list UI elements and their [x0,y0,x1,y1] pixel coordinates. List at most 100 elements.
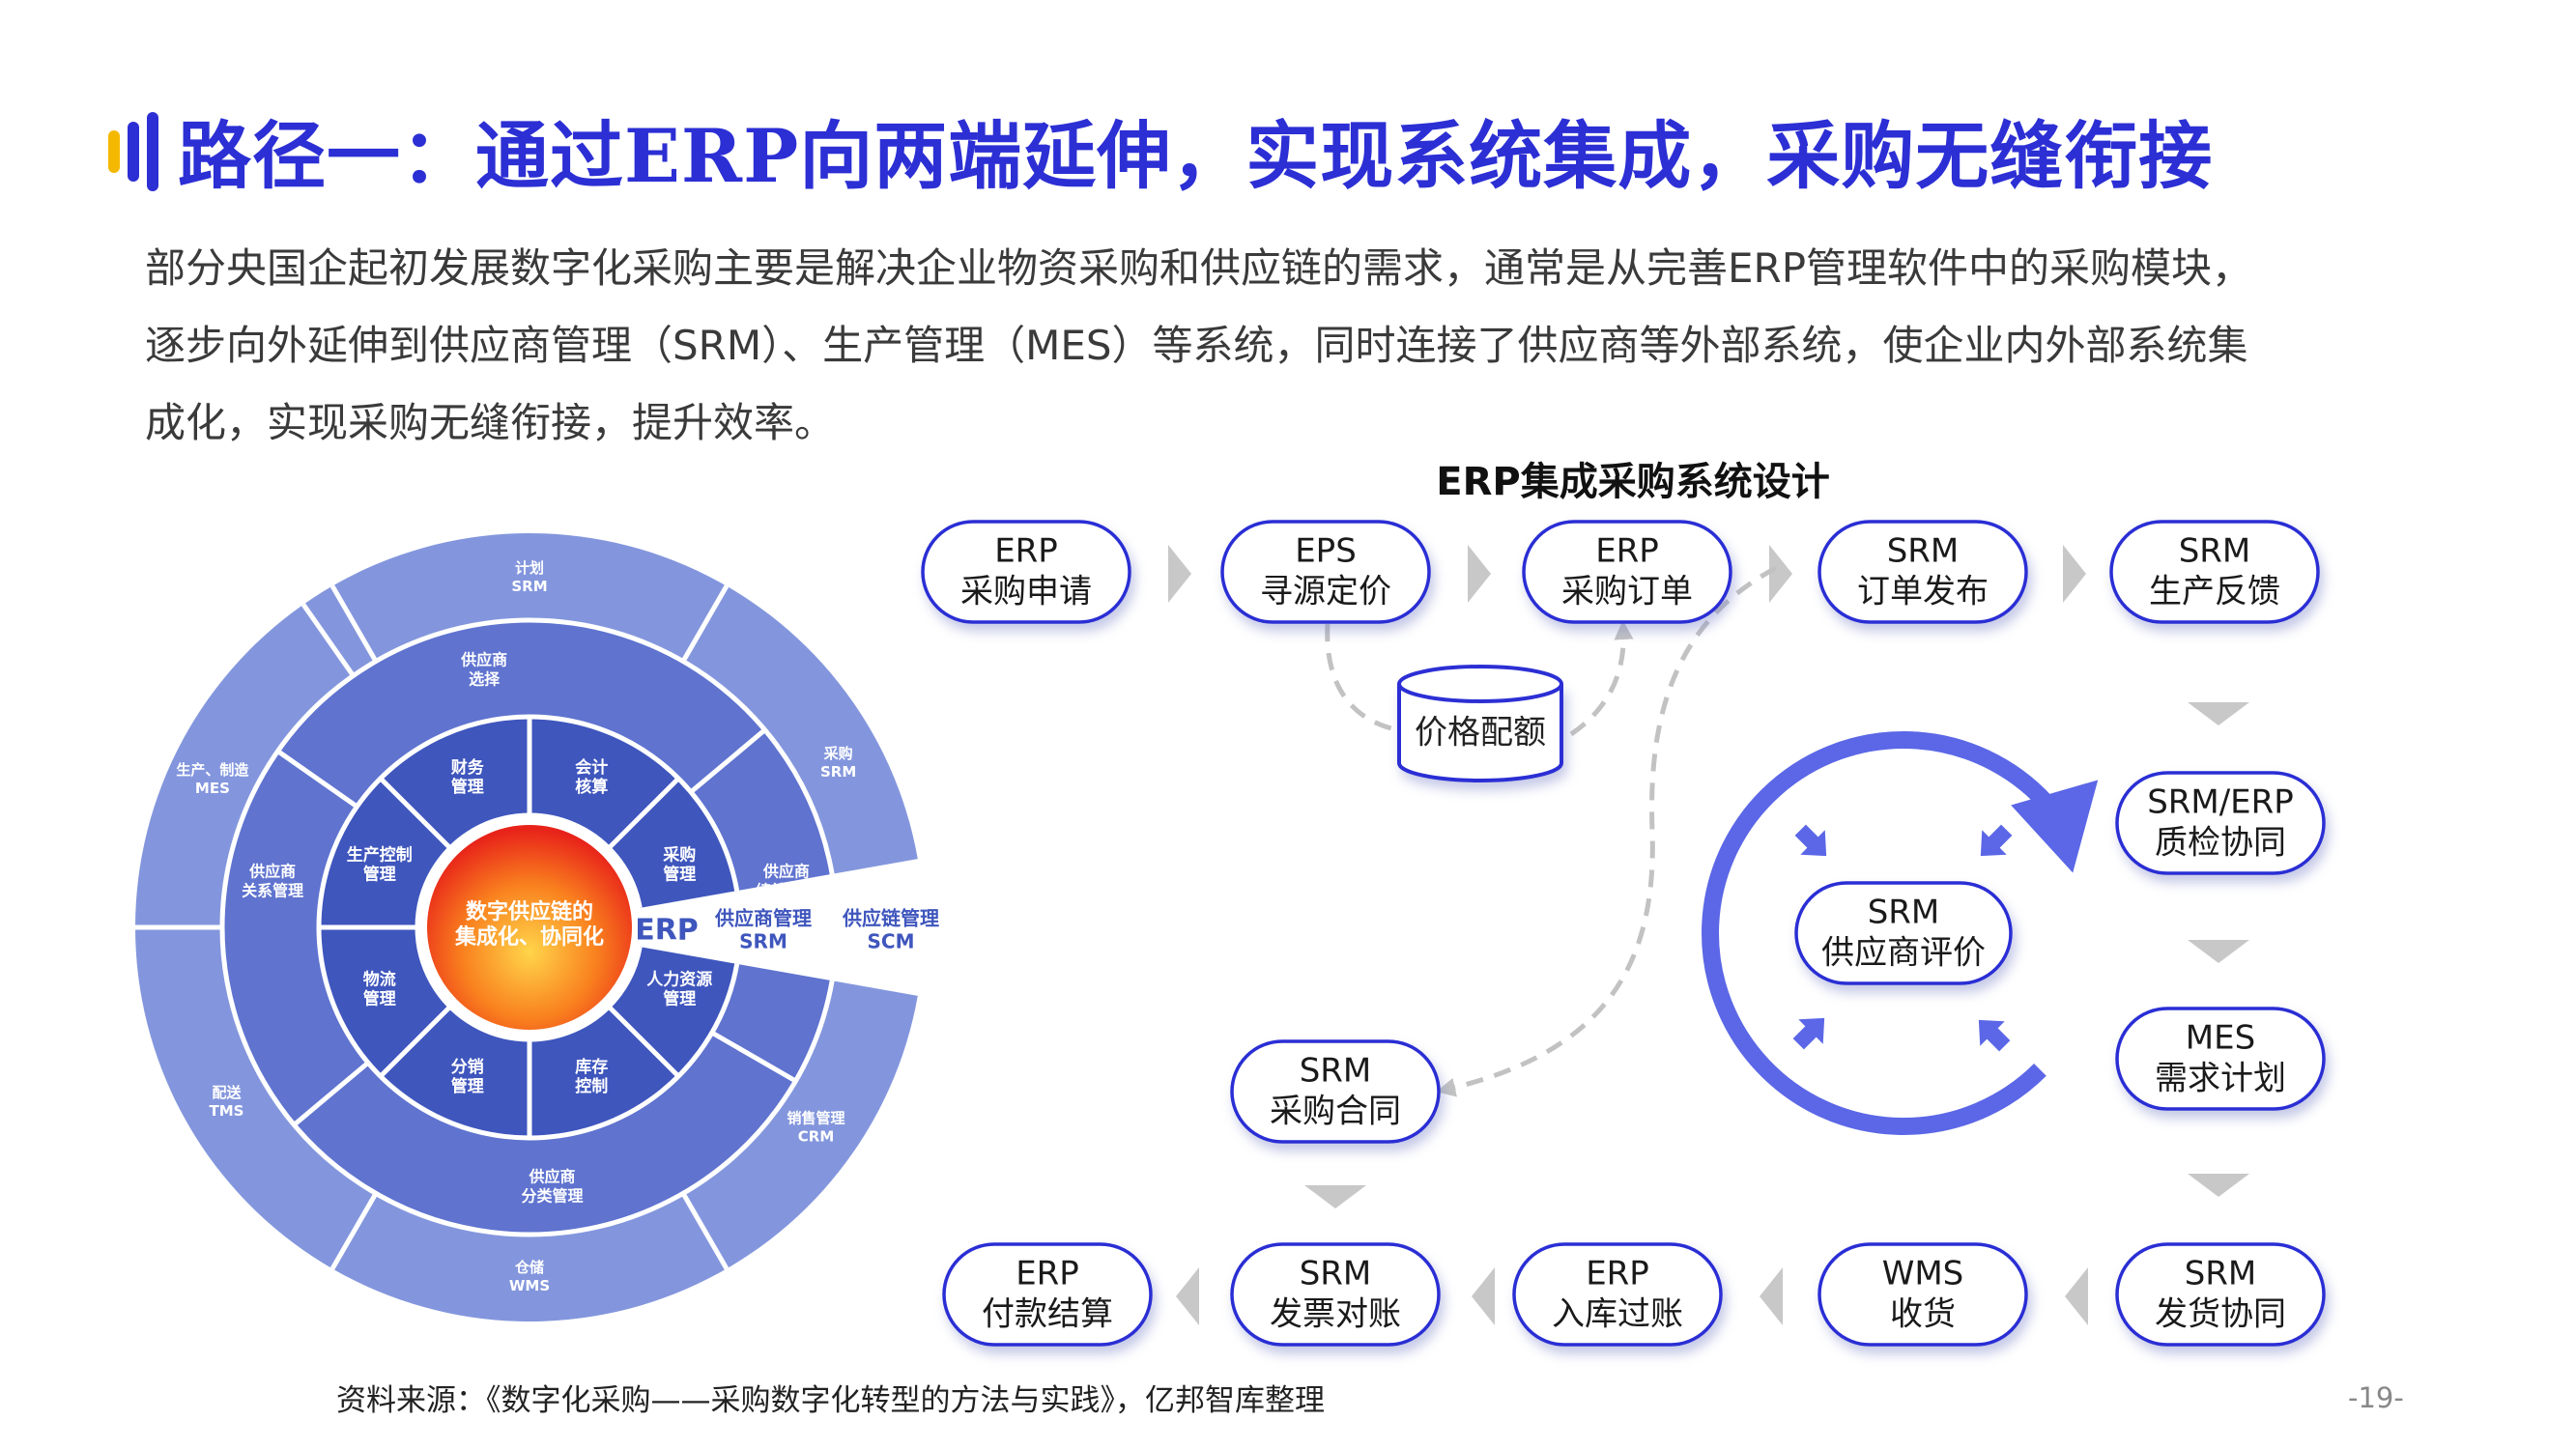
flow-node [2115,1007,2326,1111]
flow-node-step: 订单发布 [1857,573,1989,611]
wheel-inner-label: 管理 [663,865,696,885]
wheel-outer-label: WMS [509,1277,550,1294]
intro-line: 部分央国企起初发展数字化采购主要是解决企业物资采购和供应链的需求，通常是从完善E… [145,244,2253,292]
flow-node-system: EPS [1295,532,1357,571]
ring-separator [316,714,740,1141]
wheel-middle-label: 分类管理 [522,1186,584,1205]
source-note: 资料来源：《数字化采购——采购数字化转型的方法与实践》，亿邦智库整理 [336,1383,1325,1418]
flow-node [1818,520,2028,624]
wheel-inner-label: 生产控制 [347,845,413,866]
wheel-middle-label: 关系管理 [242,882,303,900]
wheel-spoke [689,727,767,794]
flow-node [1522,520,1732,624]
flow-node-system: ERP [1595,532,1659,571]
procurement-flow: 价格配额ERP采购申请EPS寻源定价ERP采购订单SRM订单发布SRM生产反馈S… [921,520,2326,1347]
wheel-spoke [379,1005,452,1078]
wheel-outer-label: 配送 [212,1084,242,1101]
wheel-center-label: 数字供应链的 [466,899,593,924]
flow-node-step: 收货 [1890,1295,1956,1334]
wheel-scm-label: 供应链管理 [842,907,939,930]
wheel-srm-label: 供应商管理 [714,907,812,930]
system-wheel: 数字供应链的集成化、协同化财务管理会计核算采购管理人力资源管理库存控制分销管理物… [135,533,939,1322]
flow-arrow-left [1472,1267,1495,1325]
flow-node-step: 付款结算 [982,1295,1113,1334]
wheel-outer-label: SRM [511,578,547,595]
flow-arrow-down [1304,1185,1366,1208]
wheel-outer-label: 计划 [515,559,544,577]
flow-node-step: 采购申请 [960,573,1092,611]
wheel-outer-label: 仓储 [514,1259,544,1276]
wheel-inner-label: 管理 [363,865,396,885]
cycle-arrow [1702,731,2059,1135]
flow-node-step: 采购订单 [1561,573,1693,611]
flow-arrow-left [1176,1267,1199,1325]
wheel-inner-label: 财务 [450,757,485,778]
flow-node-step: 入库过账 [1552,1295,1683,1334]
flow-node-step: 需求计划 [2155,1060,2286,1098]
flow-node-system: SRM [1300,1052,1372,1091]
wheel-center-label: 集成化、协同化 [454,924,604,950]
wheel-outer-label: MES [195,780,230,797]
wheel-srm-label: SRM [739,930,787,953]
flow-arrow-right [1468,545,1491,603]
inward-arrow [1792,1017,1825,1050]
wheel-middle-label: 供应商 [248,863,296,881]
wheel-inner-label: 物流 [363,969,396,989]
wheel-middle-label: 选择 [469,670,501,689]
flow-arrow-down [2188,940,2249,963]
flow-node [1794,881,2013,985]
intro-line: 逐步向外延伸到供应商管理（SRM）、生产管理（MES）等系统，同时连接了供应商等… [145,322,2248,369]
flow-node-step: 寻源定价 [1260,573,1391,611]
wheel-inner-label: 分销 [451,1057,484,1077]
flow-node-step: 供应商评价 [1821,934,1986,973]
wheel-spoke [607,1005,680,1078]
cycle-arrowhead [2011,780,2099,873]
wheel-inner-label: 控制 [575,1076,608,1096]
wheel-middle-label: 供应商 [529,1167,576,1185]
wheel-outer-label: TMS [210,1102,244,1120]
flow-node-step: 采购合同 [1270,1093,1401,1131]
wheel-inner-label: 管理 [451,777,484,797]
wheel-outer-label: SRM [820,763,856,781]
inward-arrow [1980,824,2013,857]
flow-node-system: ERP [994,532,1058,571]
dashed-connector [1436,565,1778,1097]
wheel-spoke [710,1030,797,1084]
wheel-outer-label: 销售管理 [787,1110,845,1127]
wheel-center [427,825,632,1030]
wheel-spoke [329,1192,379,1270]
flow-node-step: 发票对账 [1270,1295,1401,1334]
wheel-outer-label: 生产、制造 [176,761,248,779]
flow-node-system: SRM [2185,1255,2257,1293]
flow-node-system: SRM [1887,532,1960,571]
flow-node-system: SRM [1868,894,1940,932]
flow-node-system: SRM/ERP [2147,783,2294,822]
wheel-inner-label: 管理 [363,988,396,1009]
flow-arrow-down [2188,702,2249,725]
database-top [1397,665,1563,703]
wheel-middle-label: 供应商 [762,863,810,881]
wheel-spoke [329,584,379,663]
database-label: 价格配额 [1415,714,1546,753]
wheel-middle-label: 供应商 [460,651,507,669]
flow-node-system: SRM [2179,532,2251,571]
flow-node-system: ERP [1016,1255,1079,1293]
wheel-outer-label: 采购 [823,745,853,762]
inward-arrow [1978,1019,2011,1052]
flow-arrow-left [1760,1267,1783,1325]
flow-node [942,1242,1153,1347]
wheel-spoke [276,749,358,810]
flow-node [1230,1242,1441,1347]
inward-arrow [1794,824,1827,857]
intro-line: 成化，实现采购无缝衔接，提升效率。 [145,399,836,446]
flow-node-system: WMS [1882,1255,1964,1293]
ring-separator [219,617,835,1237]
page-title: 路径一：通过ERP向两端延伸，实现系统集成，采购无缝衔接 [178,113,2214,199]
wheel-spoke [301,603,356,677]
wheel-inner-label: 库存 [575,1057,608,1077]
flow-node [1220,520,1431,624]
wheel-spoke [607,777,680,850]
flow-arrow-right [1769,545,1792,603]
flow-arrow-right [2063,545,2086,603]
